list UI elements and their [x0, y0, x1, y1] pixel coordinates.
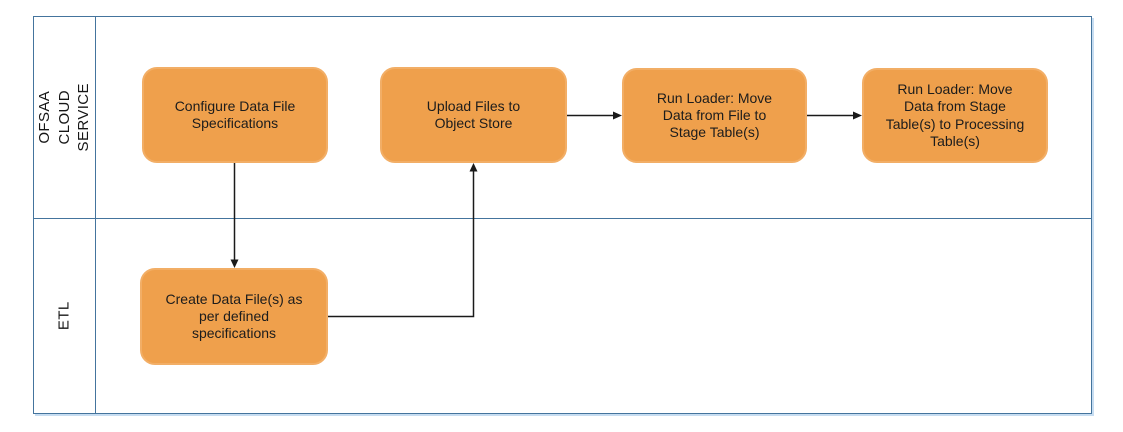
lane-header-etl: ETL — [34, 219, 96, 413]
node-label: Run Loader: Move Data from File to Stage… — [656, 89, 773, 141]
lane-ofsaa-cloud-service: OFSAA CLOUD SERVICE — [34, 17, 1091, 219]
lane-label-etl: ETL — [55, 301, 73, 331]
node-configure-data-file-specifications: Configure Data File Specifications — [142, 67, 328, 163]
node-run-loader-file-to-stage: Run Loader: Move Data from File to Stage… — [622, 68, 807, 163]
lane-header-ofsaa-cloud-service: OFSAA CLOUD SERVICE — [34, 17, 96, 218]
node-label: Configure Data File Specifications — [174, 97, 296, 131]
lane-etl: ETL — [34, 219, 1091, 413]
node-run-loader-stage-to-processing: Run Loader: Move Data from Stage Table(s… — [862, 68, 1048, 163]
node-create-data-files: Create Data File(s) as per defined speci… — [140, 268, 328, 365]
lane-label-ofsaa-cloud-service: OFSAA CLOUD SERVICE — [36, 83, 93, 152]
node-label: Run Loader: Move Data from Stage Table(s… — [885, 81, 1025, 149]
node-upload-files-to-object-store: Upload Files to Object Store — [380, 67, 567, 163]
node-label: Upload Files to Object Store — [426, 97, 521, 131]
node-label: Create Data File(s) as per defined speci… — [165, 290, 303, 342]
